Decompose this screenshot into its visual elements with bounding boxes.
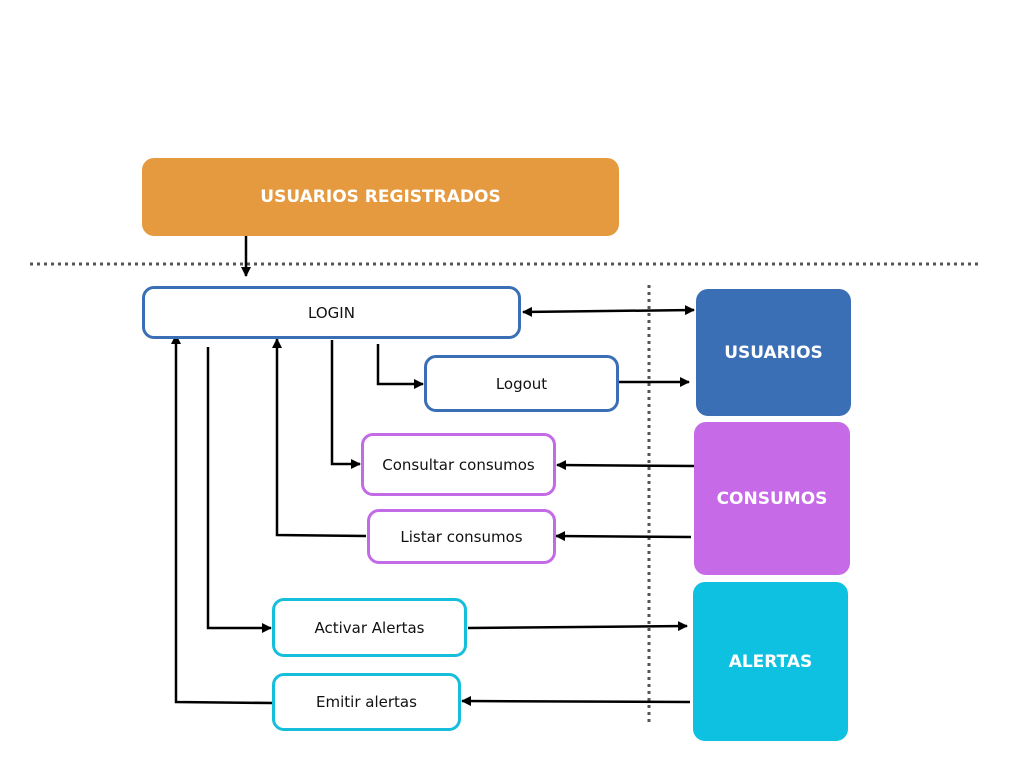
users-entity-box: USUARIOS — [696, 289, 851, 416]
consult-consumption-box: Consultar consumos — [361, 433, 556, 496]
arrow-login-to-logout — [376, 344, 424, 389]
consumption-entity-box: CONSUMOS — [694, 422, 850, 575]
arrow-login-to-activar — [206, 347, 272, 633]
arrow-login-usuarios — [522, 305, 695, 317]
arrow-consumos-to-consultar — [556, 460, 695, 471]
arrow-listar-to-login — [272, 338, 367, 538]
emit-alerts-box: Emitir alertas — [272, 673, 461, 731]
login-box: LOGIN — [142, 286, 521, 339]
arrow-emitir-to-login — [171, 334, 273, 705]
activate-alerts-box: Activar Alertas — [272, 598, 467, 657]
registered-users-box: USUARIOS REGISTRADOS — [142, 158, 619, 236]
logout-box: Logout — [424, 355, 619, 412]
arrow-activar-to-alertas — [467, 621, 688, 632]
arrow-consumos-to-listar — [555, 531, 692, 542]
arrow-login-to-consultar — [330, 340, 361, 469]
list-consumption-box: Listar consumos — [367, 509, 556, 564]
arrow-alertas-to-emitir — [461, 696, 691, 707]
alerts-entity-box: ALERTAS — [693, 582, 848, 741]
